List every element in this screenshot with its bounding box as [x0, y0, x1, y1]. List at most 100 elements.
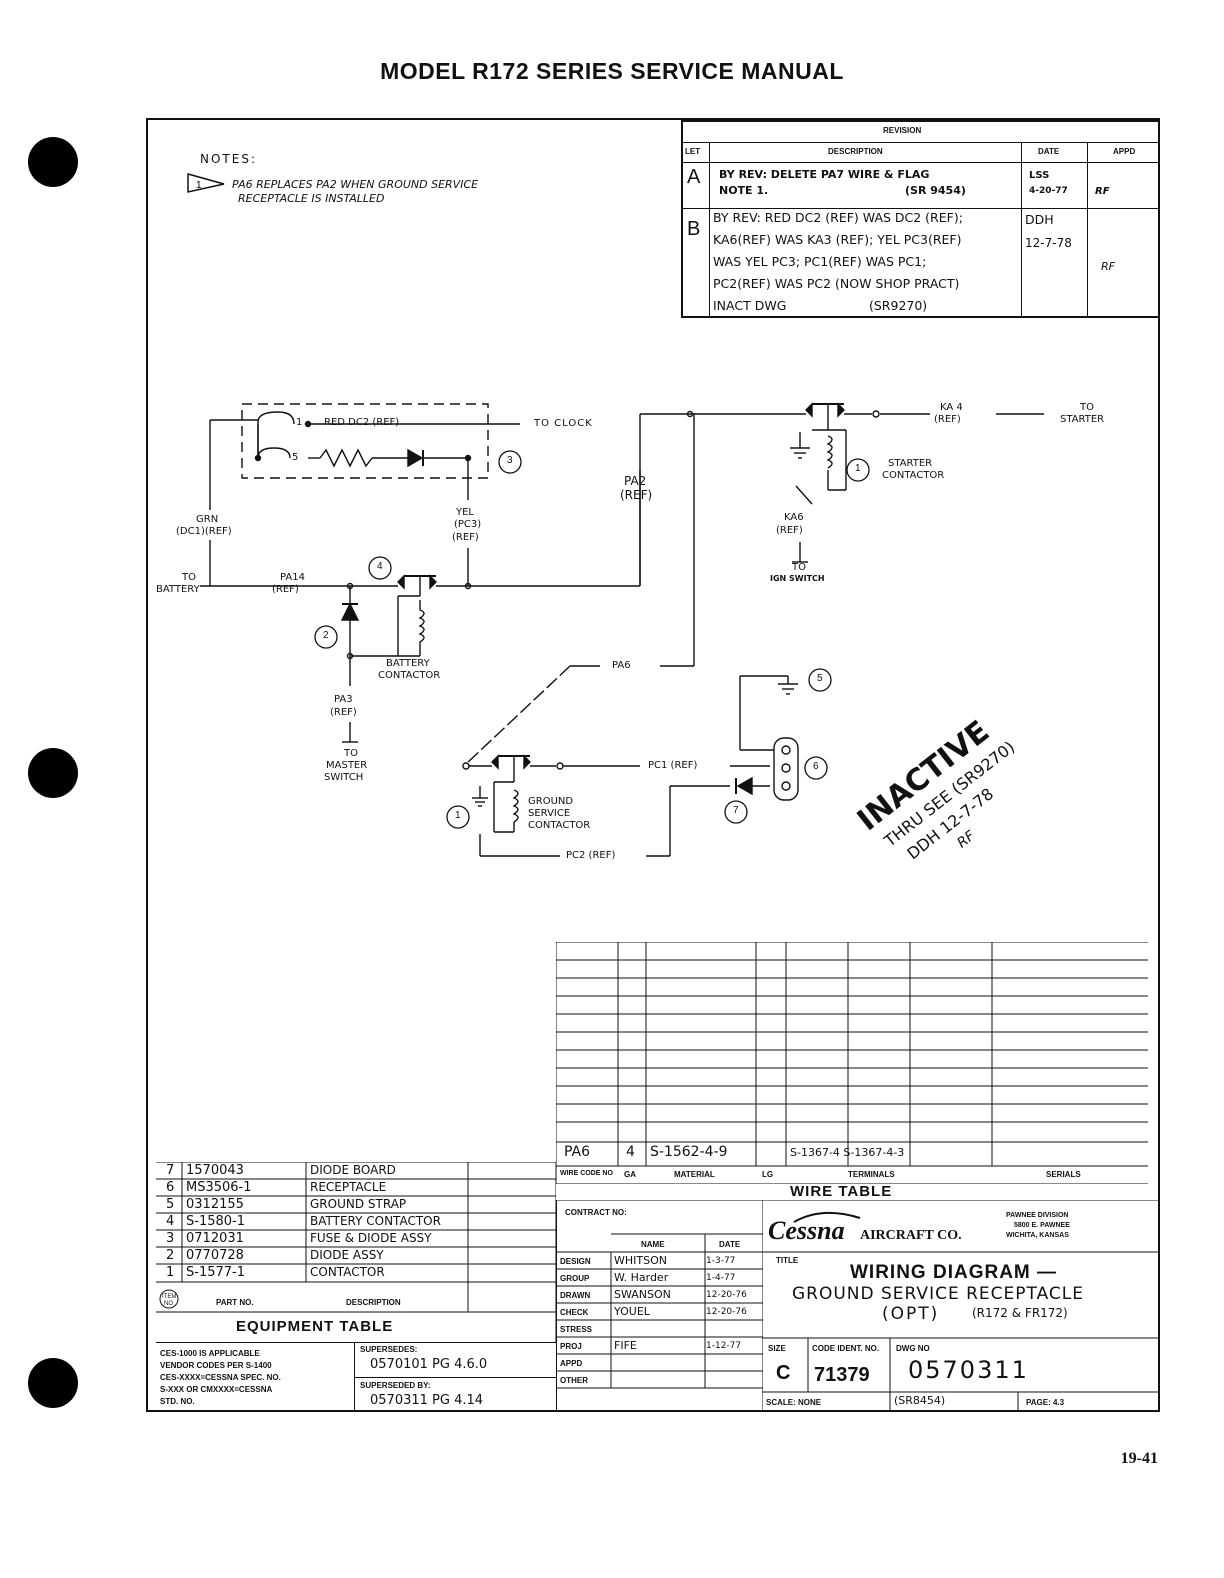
equipment-item-no: 3 — [166, 1231, 175, 1246]
superseded-label: SUPERSEDED BY: — [360, 1381, 431, 1390]
wire-material: S-1562-4-9 — [650, 1144, 728, 1160]
size-value: C — [776, 1362, 791, 1384]
label-red-dc2: RED DC2 (REF) — [324, 417, 400, 428]
revision-b-date-2: 12-7-78 — [1025, 236, 1072, 250]
label-to-master-3: SWITCH — [324, 772, 364, 783]
equipment-header-part: PART NO. — [216, 1298, 254, 1307]
drawing-title-1: WIRING DIAGRAM — — [850, 1262, 1058, 1283]
label-pa6: PA6 — [612, 660, 631, 671]
title-block: Cessna AIRCRAFT CO. PAWNEE DIVISION 5800… — [762, 1200, 1158, 1410]
label-to-starter-2: STARTER — [1060, 414, 1105, 425]
company-name: AIRCRAFT CO. — [860, 1228, 962, 1243]
wire-header-serials: SERIALS — [1046, 1170, 1081, 1179]
equipment-part-no: 0770728 — [186, 1248, 244, 1263]
superseded-value: 0570311 PG 4.14 — [370, 1393, 484, 1408]
revision-b-desc-5: INACT DWG — [713, 298, 787, 313]
revision-b-letter: B — [687, 218, 701, 240]
ces-line-1: CES-1000 IS APPLICABLE — [160, 1349, 260, 1358]
title-block-grid — [762, 1200, 1158, 1410]
equipment-description: DIODE BOARD — [310, 1163, 396, 1177]
callout-7: 7 — [733, 805, 739, 816]
wire-table: PA6 4 S-1562-4-9 S-1367-4 S-1367-4-3 WIR… — [556, 942, 1148, 1184]
wiring-schematic — [200, 402, 1044, 857]
label-starter-2: CONTACTOR — [882, 470, 945, 481]
scale-value: SCALE: NONE — [766, 1398, 822, 1407]
note-1-line-2: RECEPTACLE IS INSTALLED — [238, 192, 385, 205]
signoff-role: APPD — [560, 1359, 583, 1368]
ces-line-2: VENDOR CODES PER S-1400 — [160, 1361, 272, 1370]
signoff-date: 1-12-77 — [706, 1341, 742, 1351]
note-1-line-1: PA6 REPLACES PA2 WHEN GROUND SERVICE — [232, 178, 479, 191]
page-ref-value: PAGE: 4.3 — [1026, 1398, 1065, 1407]
revision-a-date-2: 4-20-77 — [1029, 186, 1068, 196]
label-pin-1: 1 — [296, 417, 303, 428]
signoff-role: STRESS — [560, 1325, 593, 1334]
label-to-ign-1: TO — [792, 562, 806, 573]
equipment-table: ITEM NO PART NO. DESCRIPTION EQUIPMENT T… — [156, 1162, 556, 1342]
signoff-name: SWANSON — [614, 1288, 671, 1301]
wire-header-code: WIRE CODE NO — [560, 1170, 613, 1177]
binder-hole-top — [28, 137, 78, 187]
code-ident-value: 71379 — [814, 1364, 870, 1386]
callout-4: 4 — [377, 561, 383, 572]
supersedes-value: 0570101 PG 4.6.0 — [370, 1357, 488, 1372]
revision-a-appd: RF — [1095, 186, 1110, 197]
signoff-name: WHITSON — [614, 1254, 667, 1267]
dwg-no-value: 0570311 — [908, 1356, 1029, 1384]
signoff-name: FIFE — [614, 1339, 637, 1352]
signoff-role: OTHER — [560, 1376, 588, 1385]
equipment-part-no: 0312155 — [186, 1197, 244, 1212]
equipment-description: CONTACTOR — [310, 1265, 385, 1279]
wire-table-grid — [556, 942, 1148, 1184]
revision-title: REVISION — [883, 126, 922, 135]
label-pc3: (PC3) — [454, 519, 482, 530]
callout-2: 2 — [323, 630, 329, 641]
label-gsc-1: GROUND — [528, 796, 574, 807]
label-pa2: PA2 — [624, 474, 647, 488]
label-to-master-2: MASTER — [326, 760, 368, 771]
ces-line-3: CES-XXXX=CESSNA SPEC. NO. — [160, 1373, 281, 1382]
page-number: 19-41 — [1120, 1450, 1158, 1467]
label-gsc-3: CONTACTOR — [528, 820, 591, 831]
label-gsc-2: SERVICE — [528, 808, 571, 819]
equipment-header-desc: DESCRIPTION — [346, 1298, 401, 1307]
binder-hole-bottom — [28, 1358, 78, 1408]
label-starter-1: STARTER — [888, 458, 933, 469]
revision-b-desc-1: BY REV: RED DC2 (REF) WAS DC2 (REF); — [713, 210, 963, 225]
signoff-date: 1-3-77 — [706, 1256, 736, 1266]
signoff-role: DRAWN — [560, 1291, 591, 1300]
label-pa3-ref: (REF) — [330, 707, 357, 718]
ces-line-4: S-XXX OR CMXXXX=CESSNA — [160, 1385, 273, 1394]
callout-5: 5 — [817, 673, 823, 684]
signoff-block: CONTRACT NO: NAME DATE — [556, 1200, 763, 1410]
division-line-3: WICHITA, KANSAS — [1006, 1232, 1069, 1239]
label-to-ign-2: IGN SWITCH — [770, 574, 825, 583]
equipment-part-no: MS3506-1 — [186, 1180, 252, 1195]
code-ident-label: CODE IDENT. NO. — [812, 1344, 880, 1353]
label-to-clock: TO CLOCK — [534, 418, 593, 429]
revision-b-desc-2: KA6(REF) WAS KA3 (REF); YEL PC3(REF) — [713, 232, 962, 247]
signoff-header-name: NAME — [641, 1240, 665, 1249]
equipment-description: RECEPTACLE — [310, 1180, 387, 1194]
equipment-description: BATTERY CONTACTOR — [310, 1214, 441, 1228]
label-yel: YEL — [456, 507, 474, 518]
wire-header-ga: GA — [624, 1170, 636, 1179]
drawing-title-4: (R172 & FR172) — [972, 1306, 1068, 1320]
equipment-part-no: S-1577-1 — [186, 1265, 245, 1280]
size-label: SIZE — [768, 1344, 786, 1353]
equipment-item-no: 5 — [166, 1197, 175, 1212]
page-title: MODEL R172 SERIES SERVICE MANUAL — [380, 58, 844, 84]
wire-code: PA6 — [564, 1144, 591, 1160]
signoff-role: GROUP — [560, 1274, 590, 1283]
signoff-role: CHECK — [560, 1308, 589, 1317]
cessna-logo: Cessna — [768, 1216, 845, 1245]
signoff-date: 12-20-76 — [706, 1307, 747, 1317]
revision-b-desc-3: WAS YEL PC3; PC1(REF) WAS PC1; — [713, 254, 927, 269]
revision-a-date-1: LSS — [1029, 170, 1050, 181]
svg-text:NO: NO — [164, 1301, 173, 1307]
supersedes-label: SUPERSEDES: — [360, 1345, 418, 1354]
label-pa14: PA14 — [280, 572, 305, 583]
label-battery: BATTERY — [156, 584, 200, 595]
wire-table-title: WIRE TABLE — [790, 1183, 893, 1200]
signoff-name: YOUEL — [614, 1305, 650, 1318]
